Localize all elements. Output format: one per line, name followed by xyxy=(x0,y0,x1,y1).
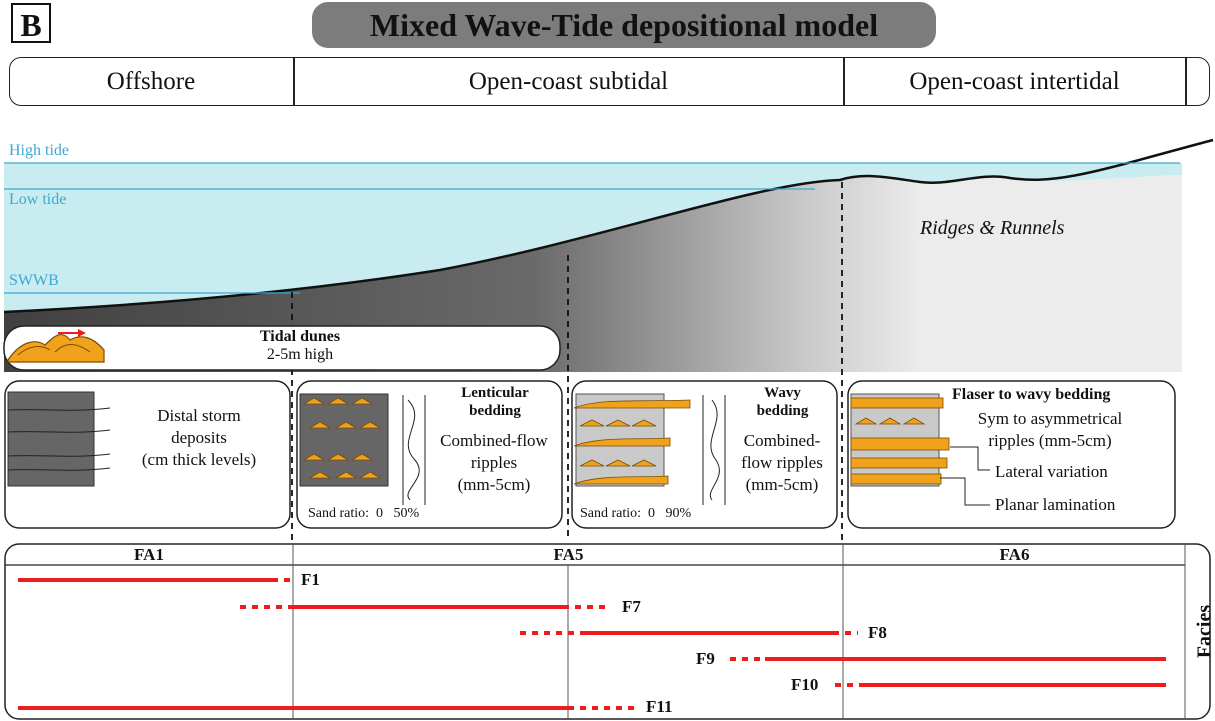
facies-lines xyxy=(18,578,1166,710)
tidal-dunes-box xyxy=(3,325,561,371)
seawater xyxy=(4,163,1182,312)
zone-subtidal: Open-coast subtidal xyxy=(468,68,669,95)
planar-lamination-label: Planar lamination xyxy=(995,495,1116,514)
flaser-text: Sym to asymmetrical ripples (mm-5cm) xyxy=(977,409,1123,450)
lenticular-text: Combined-flow ripples (mm-5cm) xyxy=(440,431,548,494)
facies-label-f10: F10 xyxy=(791,675,819,694)
tidal-dune-icon xyxy=(7,333,105,363)
wavy-sand-ratio: Sand ratio: 0 90% xyxy=(580,506,692,521)
facies-label-f8: F8 xyxy=(868,623,887,642)
wavy-text: Combined- flow ripples (mm-5cm) xyxy=(741,431,823,494)
low-tide-label: Low tide xyxy=(9,191,67,208)
tidal-dunes-subtitle: 2-5m high xyxy=(266,346,334,363)
zone-divider xyxy=(293,57,295,106)
planar-pointer xyxy=(940,477,990,506)
distal-text: Distal storm deposits (cm thick levels) xyxy=(141,406,257,469)
high-tide-label: High tide xyxy=(9,142,69,159)
diagram-title: Mixed Wave-Tide depositional model xyxy=(312,2,936,48)
zone-intertidal: Open-coast intertidal xyxy=(909,68,1120,95)
fa6-header: FA6 xyxy=(999,545,1030,564)
ridges-runnels-label: Ridges & Runnels xyxy=(920,217,1065,239)
lenticular-sand-ratio: Sand ratio: 0 50% xyxy=(308,506,420,521)
facies-side-label: Facies xyxy=(1193,604,1215,659)
tidal-dunes-title: Tidal dunes xyxy=(259,328,341,345)
lenticular-title: Lenticular bedding xyxy=(461,385,529,419)
facies-label-f9: F9 xyxy=(696,649,715,668)
zone-bar xyxy=(9,57,1210,106)
seabed xyxy=(4,175,1182,372)
panel-letter: B xyxy=(11,3,51,43)
fa5-header: FA5 xyxy=(553,545,584,564)
lateral-variation-label: Lateral variation xyxy=(995,462,1108,481)
facies-label-f7: F7 xyxy=(622,597,641,616)
lateral-pointer xyxy=(950,446,990,471)
zone-divider xyxy=(843,57,845,106)
fa1-header: FA1 xyxy=(134,545,164,564)
facies-label-f1: F1 xyxy=(301,570,320,589)
seabed-profile xyxy=(3,138,1214,314)
flaser-title: Flaser to wavy bedding xyxy=(952,386,1111,403)
mud-column xyxy=(7,391,95,487)
lenticular-column xyxy=(299,393,389,487)
wavy-title: Wavy bedding xyxy=(756,385,809,419)
facies-label-f11: F11 xyxy=(646,697,673,716)
zone-offshore: Offshore xyxy=(106,68,196,95)
zone-divider xyxy=(1185,57,1187,106)
swwb-label: SWWB xyxy=(9,272,59,289)
